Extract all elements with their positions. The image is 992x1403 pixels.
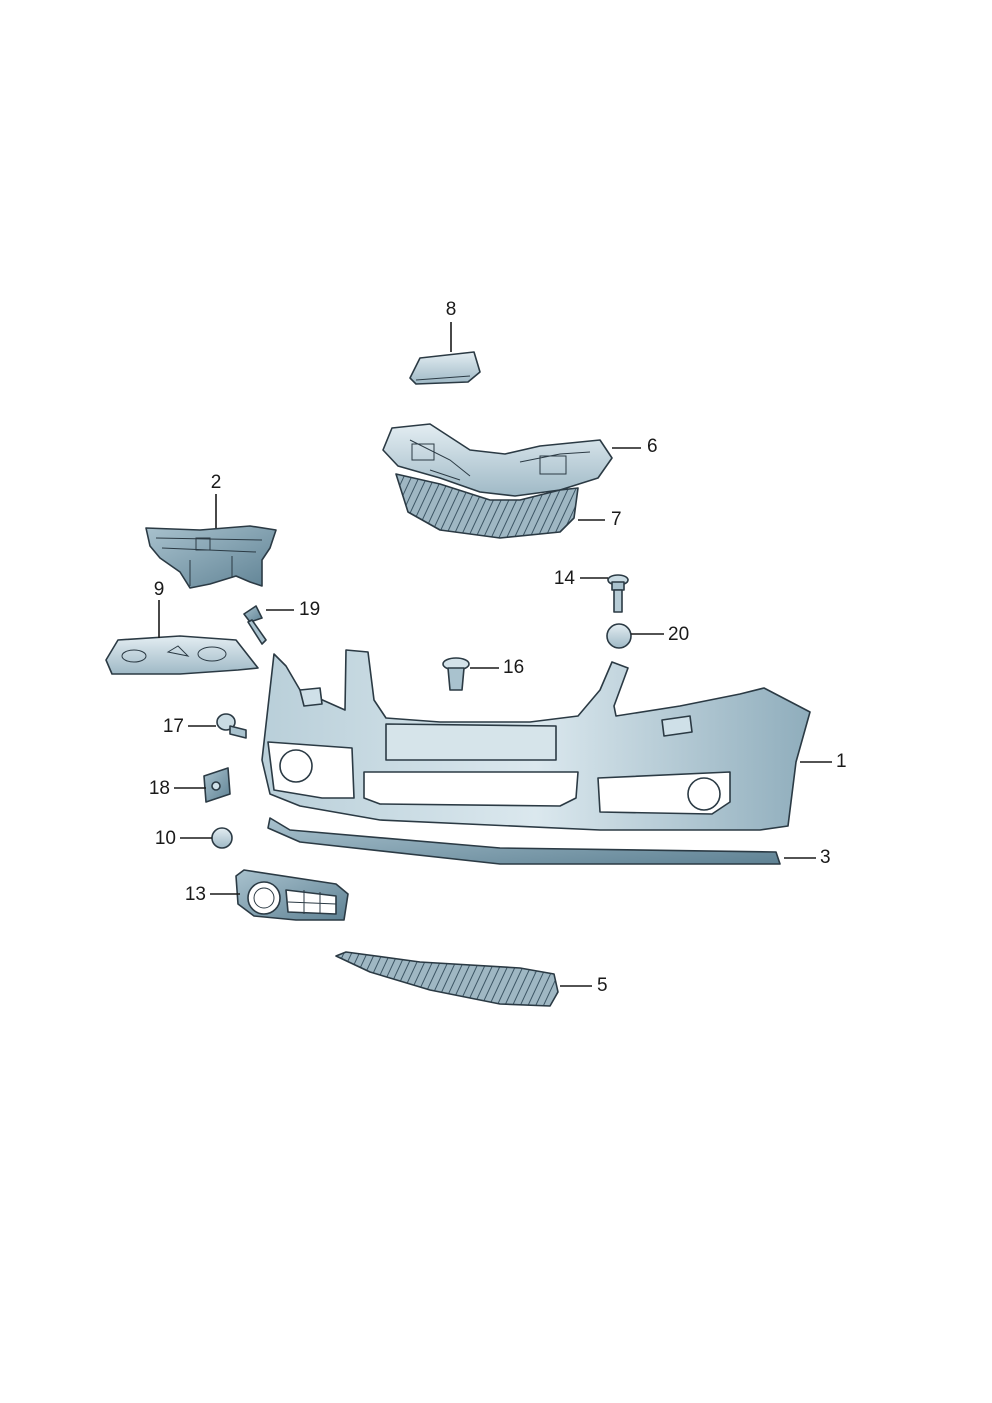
callout-17: 17 (163, 716, 184, 737)
part-18-clip (203, 767, 231, 803)
part-13-fog-grille (235, 869, 349, 921)
part-2-bracket (145, 525, 277, 589)
callout-18: 18 (149, 778, 170, 799)
part-9-guide (105, 635, 259, 675)
callout-3: 3 (820, 847, 831, 868)
callout-20: 20 (668, 624, 689, 645)
callout-16: 16 (503, 657, 524, 678)
callout-6: 6 (647, 436, 658, 457)
callout-2: 2 (211, 472, 222, 493)
part-8-cap (409, 351, 481, 385)
part-14-bolt (607, 574, 629, 613)
callout-5: 5 (597, 975, 608, 996)
part-19-screw (243, 605, 267, 645)
leader-lines (158, 322, 832, 987)
callout-13: 13 (185, 884, 206, 905)
callout-8: 8 (446, 299, 457, 320)
part-6-grille-frame (382, 423, 613, 497)
callout-10: 10 (155, 828, 176, 849)
part-20-ball (606, 623, 632, 649)
callout-labels: 8 6 7 2 9 19 14 20 16 1 17 18 10 3 13 5 (149, 299, 847, 996)
callout-14: 14 (554, 568, 576, 589)
part-16-clip (442, 657, 470, 691)
part-3-trim-strip (267, 817, 781, 865)
callout-19: 19 (299, 599, 320, 620)
callout-9: 9 (154, 579, 165, 600)
part-7-grille-mesh (395, 473, 579, 539)
callout-1: 1 (836, 751, 847, 772)
part-10-clip (211, 827, 233, 849)
callout-7: 7 (611, 509, 622, 530)
part-17-screw (216, 713, 247, 739)
part-1-bumper-cover (261, 649, 811, 831)
part-5-lower-grille (335, 951, 559, 1007)
